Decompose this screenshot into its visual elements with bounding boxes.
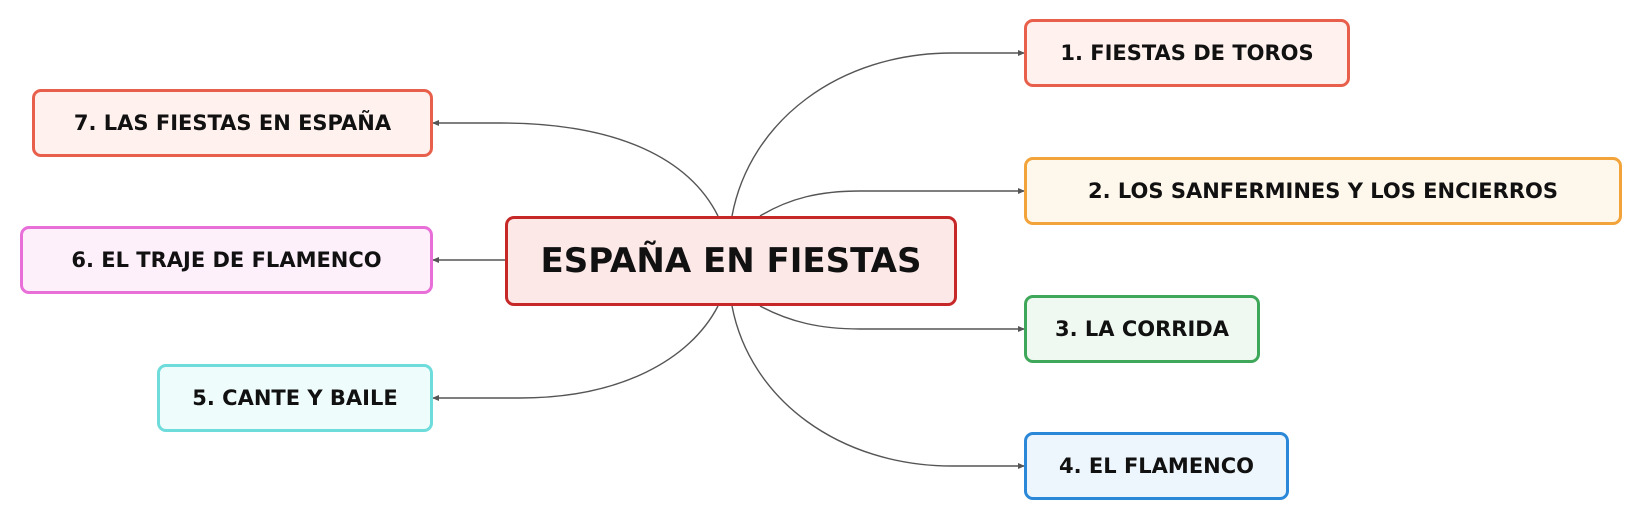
connector-4 [731, 305, 1024, 467]
branch-node-sanfermines[interactable]: 2. LOS SANFERMINES Y LOS ENCIERROS [1024, 157, 1622, 225]
branch-node-cante-y-baile[interactable]: 5. CANTE Y BAILE [157, 364, 433, 432]
arrowhead-5 [432, 395, 439, 401]
branch-node-fiestas-de-toros[interactable]: 1. FIESTAS DE TOROS [1024, 19, 1350, 87]
arrowhead-6 [432, 257, 439, 263]
central-topic-node[interactable]: ESPAÑA EN FIESTAS [505, 216, 957, 306]
connector-2 [759, 190, 1024, 217]
branch-node-la-corrida[interactable]: 3. LA CORRIDA [1024, 295, 1260, 363]
branch-node-fiestas-en-espana[interactable]: 7. LAS FIESTAS EN ESPAÑA [32, 89, 433, 157]
branch-node-el-flamenco[interactable]: 4. EL FLAMENCO [1024, 432, 1289, 500]
connector-7 [433, 122, 719, 217]
connector-5 [433, 305, 719, 399]
connector-3 [759, 305, 1024, 330]
branch-node-traje-de-flamenco[interactable]: 6. EL TRAJE DE FLAMENCO [20, 226, 433, 294]
connector-1 [731, 52, 1024, 217]
arrowhead-7 [432, 120, 439, 126]
